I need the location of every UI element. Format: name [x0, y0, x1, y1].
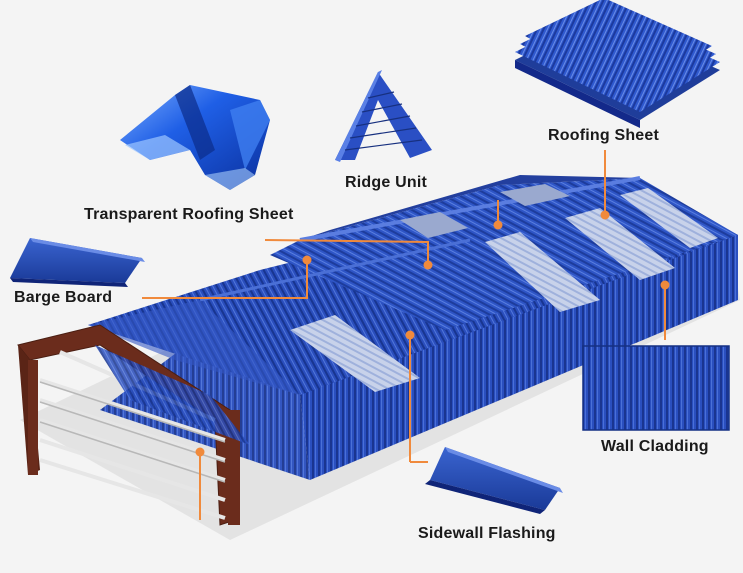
label-ridge-unit: Ridge Unit [345, 174, 427, 191]
label-barge-board: Barge Board [14, 289, 113, 306]
ridge-line-lower [199, 238, 471, 302]
roofing-sheet-product [515, 0, 720, 128]
label-sidewall-flashing: Sidewall Flashing [418, 525, 556, 542]
ridge-line-upper [299, 176, 641, 242]
sidewall-flashing-product [425, 447, 563, 514]
label-transparent-roofing-sheet: Transparent Roofing Sheet [84, 206, 294, 223]
skylight-strips [290, 184, 718, 392]
leader-dots [195, 210, 670, 457]
ridge-unit-product [335, 70, 432, 162]
transparent-roofing-sheet-product [120, 85, 270, 190]
barge-board-product [10, 238, 145, 287]
gable-end [88, 300, 300, 395]
leader-barge-board [142, 260, 308, 299]
leader-transparent-sheet [264, 239, 429, 265]
leader-lines [142, 150, 666, 520]
label-wall-cladding: Wall Cladding [601, 438, 709, 455]
wall-cladding-product [582, 345, 730, 431]
building [17, 175, 738, 526]
label-roofing-sheet: Roofing Sheet [548, 127, 660, 144]
steel-frame [17, 324, 250, 526]
